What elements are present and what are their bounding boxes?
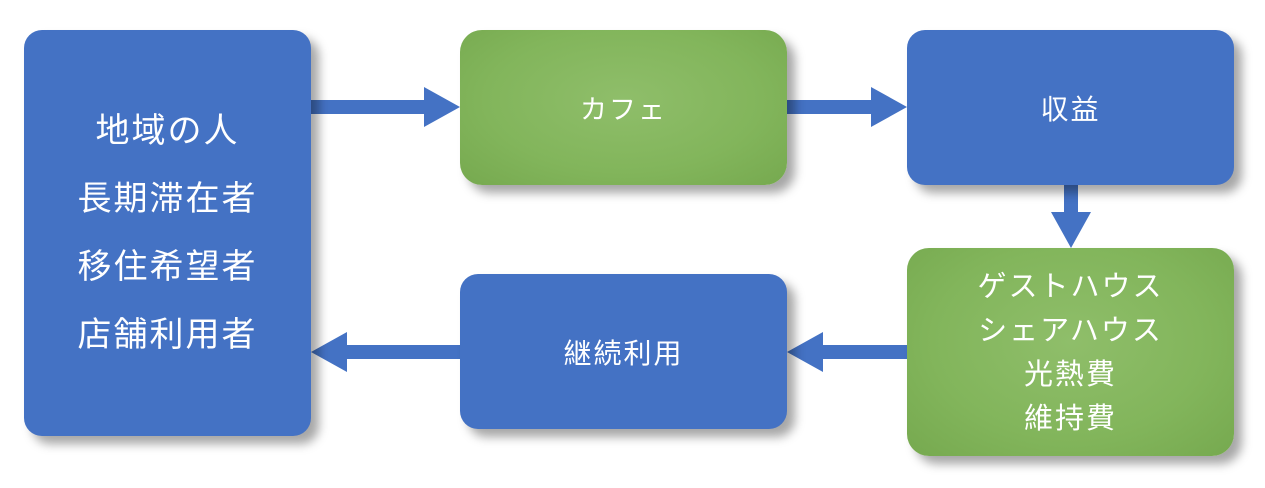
arrow-cafe-to-revenue — [787, 87, 907, 127]
guesthouse-line-1: ゲストハウス — [977, 269, 1164, 303]
audience-line-4: 店舗利用者 — [77, 315, 258, 355]
guesthouse-line-3: 光熱費 — [1023, 357, 1117, 391]
guesthouse-line-4: 維持費 — [1023, 401, 1117, 435]
audience-box: 地域の人 長期滞在者 移住希望者 店舗利用者 — [24, 30, 311, 436]
revenue-label: 収益 — [1040, 92, 1101, 126]
cafe-label: カフェ — [580, 95, 667, 126]
guesthouse-box: ゲストハウス シェアハウス 光熱費 維持費 — [907, 248, 1234, 456]
arrow-revenue-to-guesthouse — [1051, 185, 1091, 248]
audience-line-3: 移住希望者 — [77, 247, 258, 287]
arrow-guesthouse-to-continued — [787, 332, 907, 372]
continued-use-box: 継続利用 — [460, 274, 787, 429]
audience-line-2: 長期滞在者 — [77, 179, 258, 219]
continued-use-label: 継続利用 — [563, 336, 684, 370]
guesthouse-line-2: シェアハウス — [978, 313, 1163, 347]
arrow-continued-to-audience — [311, 332, 460, 372]
revenue-box: 収益 — [907, 30, 1234, 185]
arrow-audience-to-cafe — [311, 87, 460, 127]
audience-line-1: 地域の人 — [95, 111, 240, 151]
cafe-box: カフェ — [460, 30, 787, 185]
